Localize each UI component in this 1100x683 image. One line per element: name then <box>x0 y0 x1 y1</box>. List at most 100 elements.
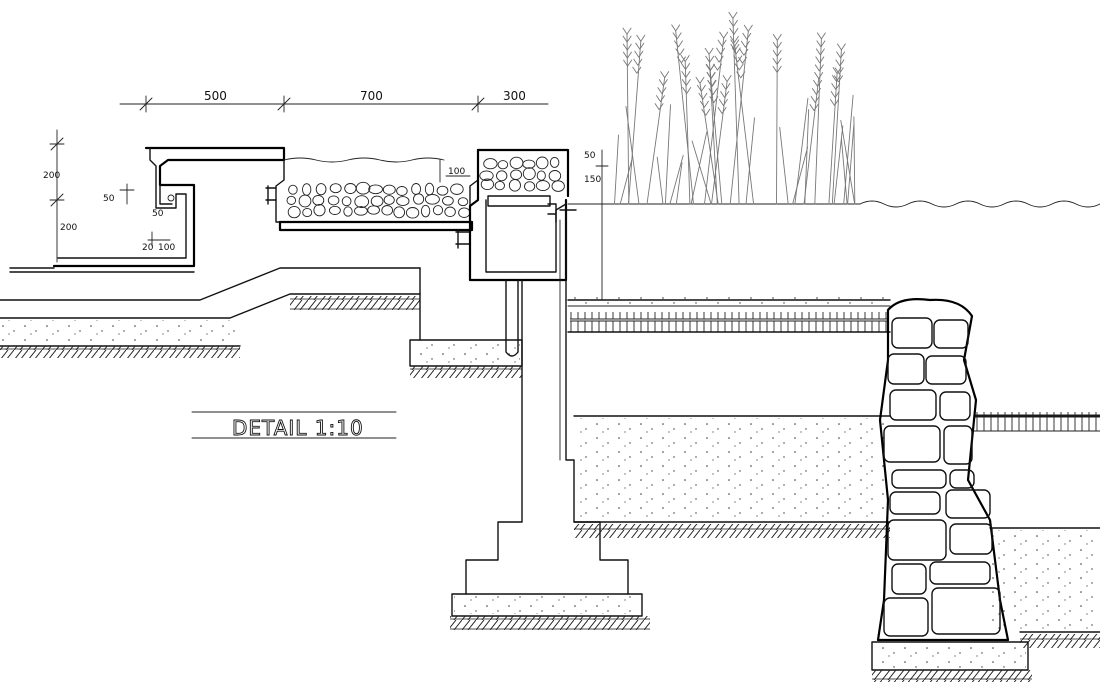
reed-plume <box>722 75 732 82</box>
reed-plume <box>742 32 752 40</box>
pebble <box>315 183 327 196</box>
reed-plume <box>814 64 824 72</box>
reed-plume <box>706 71 716 79</box>
pebble-fill-channel <box>479 156 565 192</box>
drain-fittings <box>265 185 471 249</box>
reed-stem <box>675 30 694 205</box>
reed-plume <box>660 71 670 79</box>
pebble <box>436 185 449 196</box>
pebble <box>413 193 425 205</box>
reed-stem <box>847 123 855 205</box>
pier-stone <box>933 319 969 349</box>
pebble <box>368 184 383 195</box>
reed-stem <box>745 117 755 205</box>
reed-plume <box>675 48 685 56</box>
reed-stem <box>625 105 640 205</box>
reed-stem <box>628 40 642 205</box>
reed-plume <box>835 59 845 67</box>
reed-plume <box>740 40 750 48</box>
reed-plume <box>634 50 644 58</box>
reed-plume <box>730 39 740 47</box>
reed-plume <box>622 43 632 51</box>
reed-plume <box>635 42 645 50</box>
pebble <box>524 181 536 192</box>
retaining-wall <box>450 219 650 630</box>
reed-stem <box>711 81 728 205</box>
reed-plume <box>772 65 782 73</box>
pebble <box>549 156 560 168</box>
dim-inner-20: 20 <box>142 243 154 253</box>
reed-plume <box>743 24 753 32</box>
reed-plume <box>836 51 846 59</box>
pier-stone <box>891 317 933 349</box>
dim-left-50: 50 <box>103 194 115 204</box>
reed-plume <box>658 79 668 87</box>
pier-stone <box>939 391 971 421</box>
dim-inner-100-trough: 100 <box>448 167 465 177</box>
pier-stone <box>931 587 1001 635</box>
pebble <box>367 205 380 215</box>
pebble <box>450 183 464 195</box>
reed-stem <box>734 45 755 205</box>
overflow-channel <box>468 148 577 301</box>
reed-planting <box>614 11 856 205</box>
reed-stem <box>646 77 666 205</box>
pier-stone <box>887 519 947 561</box>
reed-plume <box>816 32 826 40</box>
reed-plume <box>701 108 711 116</box>
pebble <box>287 205 301 219</box>
reed-stem <box>704 37 725 205</box>
pond-slab <box>567 296 1100 648</box>
dim-top-700: 700 <box>360 89 383 103</box>
pebble <box>329 183 342 194</box>
reed-plume <box>832 75 841 82</box>
reed-plume <box>728 19 738 27</box>
reed-plume <box>809 104 819 111</box>
pebble <box>302 183 312 196</box>
pebble <box>420 204 431 218</box>
pebble <box>328 205 341 215</box>
detail-title-block <box>191 411 397 439</box>
reed-plume <box>623 59 633 67</box>
pebble <box>396 186 408 196</box>
reed-plume <box>719 31 729 39</box>
reed-stem <box>831 49 842 205</box>
pebble <box>343 206 353 217</box>
reed-plume <box>810 96 820 103</box>
dim-left-200-lower: 200 <box>60 223 77 233</box>
pebble <box>341 196 352 207</box>
dim-inner-100: 100 <box>158 243 175 253</box>
reed-plume <box>681 63 691 70</box>
reed-stem <box>690 131 708 205</box>
reed-plume <box>772 57 782 65</box>
left-ground-layers <box>0 267 421 358</box>
reed-plume <box>622 51 632 59</box>
dim-left-200-upper: 200 <box>43 171 60 181</box>
reed-plume <box>831 83 841 90</box>
dim-right-50: 50 <box>584 151 596 161</box>
reed-stem <box>619 159 633 205</box>
reed-plume <box>721 83 731 90</box>
reed-plume <box>699 100 709 108</box>
pebble <box>510 169 523 180</box>
pebble <box>288 184 298 195</box>
reed-plume <box>830 91 840 98</box>
coping-bench <box>52 146 286 268</box>
left-dimension-line <box>49 129 135 263</box>
reed-plume <box>716 47 726 55</box>
pebble <box>344 183 357 194</box>
pebble <box>355 181 371 195</box>
reed-plume <box>696 84 706 92</box>
reed-stem <box>675 162 683 205</box>
pebble <box>312 194 325 206</box>
reed-plume <box>816 40 826 48</box>
pebble <box>442 196 454 206</box>
water-surface <box>567 200 1100 208</box>
reed-plume <box>622 27 632 35</box>
reed-plume <box>729 27 739 35</box>
stone-masonry-pier <box>876 298 1010 642</box>
reed-stem <box>626 33 630 205</box>
pier-stone <box>891 563 927 595</box>
pier-stone <box>883 425 941 463</box>
pebble <box>298 194 312 208</box>
